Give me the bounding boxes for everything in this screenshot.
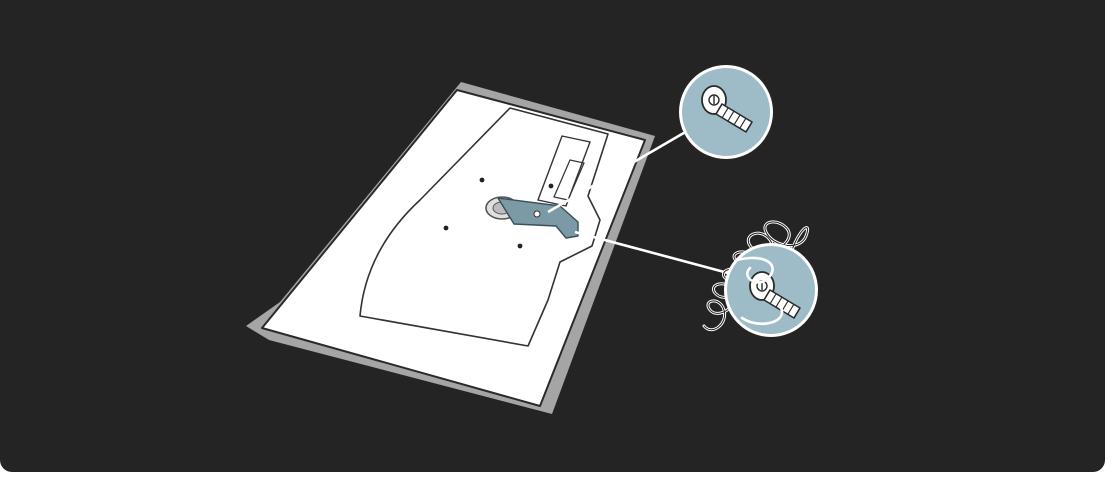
bracket-screw (533, 210, 541, 218)
callout-leader-line (574, 230, 729, 275)
mounting-bracket (497, 197, 579, 239)
connector-slot (537, 135, 591, 207)
cable-clip-icon (728, 256, 784, 326)
callout-screw-bottom (724, 243, 818, 337)
screw-hole (443, 225, 449, 231)
screw-hole (479, 177, 485, 183)
tv-back-cover (359, 107, 609, 347)
screw-icon (701, 85, 753, 133)
callout-leader-line (547, 125, 695, 214)
screw-hole (517, 243, 523, 249)
screw-hole (548, 183, 554, 189)
callout-screw-top (679, 65, 773, 159)
